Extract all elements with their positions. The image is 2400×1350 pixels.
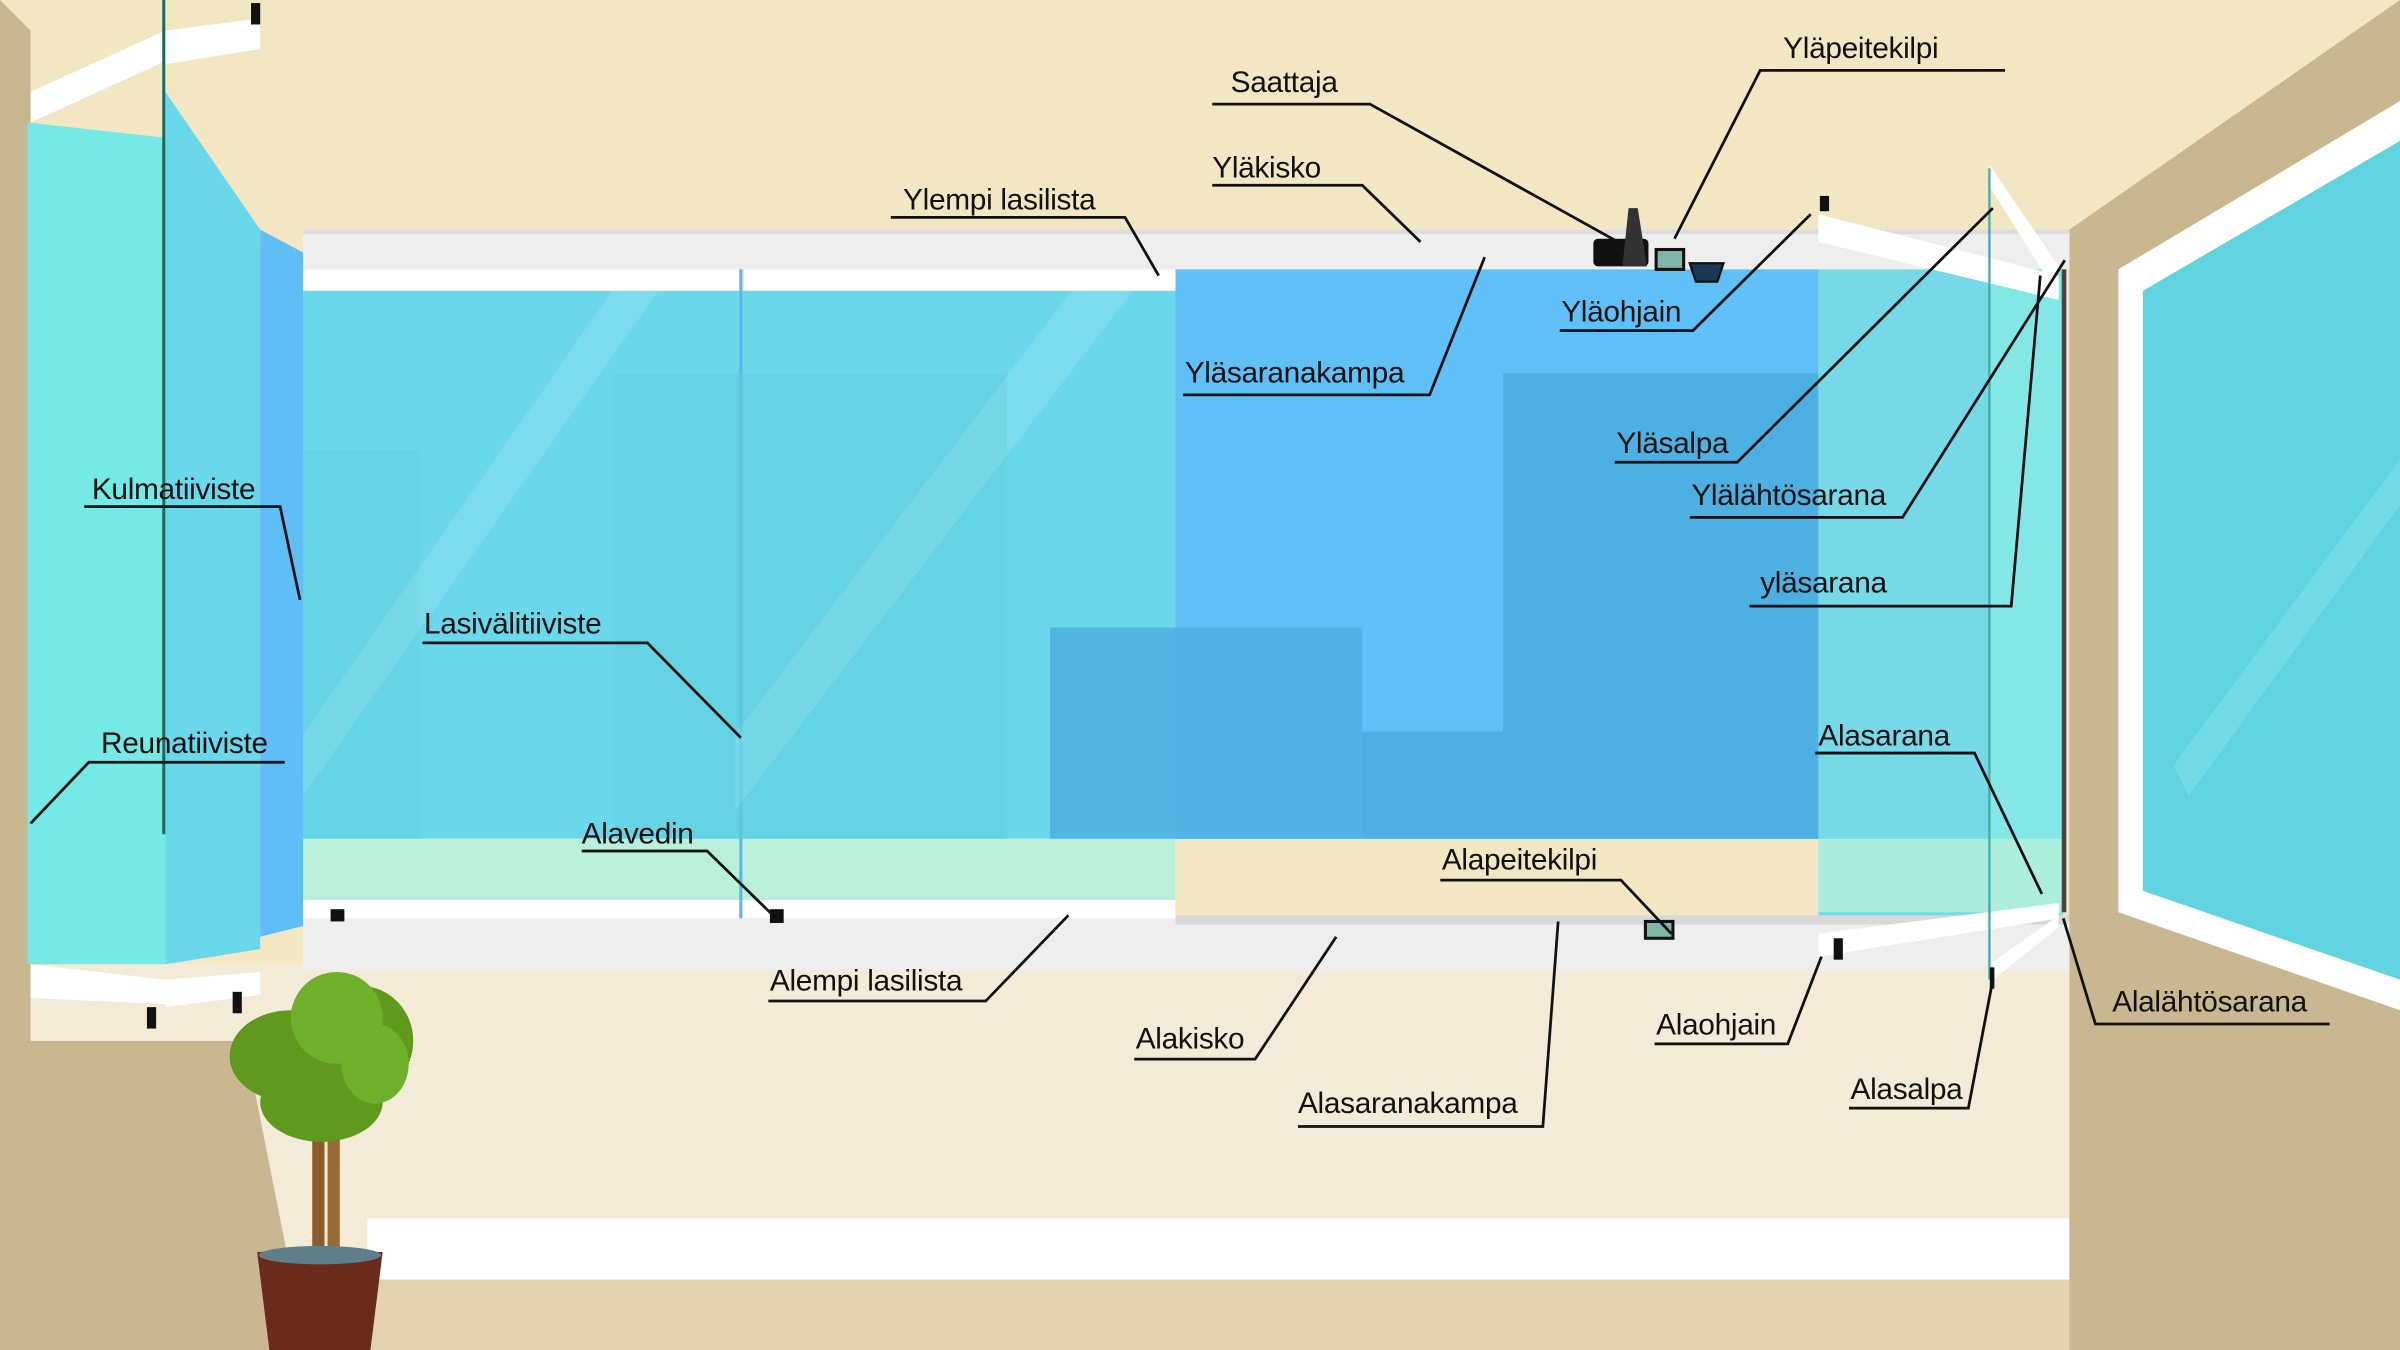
left-top-frame-2: [165, 18, 261, 65]
label-alakisko: Alakisko: [1136, 1022, 1245, 1055]
label-ylasarana: yläsarana: [1760, 566, 1887, 599]
background-building: [615, 373, 1008, 839]
label-alaohjain: Alaohjain: [1656, 1009, 1776, 1042]
top-latch-part: [1819, 195, 1830, 212]
label-saattaja: Saattaja: [1231, 66, 1339, 99]
label-alapeitekilpi: Alapeitekilpi: [1442, 843, 1597, 876]
hinge-line: [1988, 168, 1991, 980]
label-lasivalitiiviste: Lasivälitiiviste: [424, 608, 601, 641]
bottom-guide-part: [1833, 938, 1843, 960]
top-cover-plate: [1654, 247, 1686, 271]
top-guide-part: [1688, 262, 1726, 283]
left-bottom-frame-2: [165, 971, 261, 1008]
bottom-drain-part: [769, 909, 784, 923]
folded-panel-left-1: [27, 122, 166, 965]
drain-part: [330, 909, 345, 922]
label-alasarana: Alasarana: [1818, 719, 1950, 752]
bottom-swing-arm: [1818, 903, 2059, 957]
label-ylalahtosarana: Ylälähtösarana: [1691, 479, 1886, 512]
folded-panel-bottom-tint: [1818, 838, 2064, 913]
label-ylasaranakampa: Yläsaranakampa: [1185, 357, 1405, 390]
folded-panel-left-3: [260, 229, 304, 937]
left-top-part: [251, 3, 261, 25]
floor-skirting: [367, 1218, 2074, 1280]
folded-panel-right-1: [1818, 269, 1990, 916]
left-guide-part: [146, 1007, 157, 1029]
saattaja-part: [1593, 208, 1649, 267]
label-alasaranakampa: Alasaranakampa: [1298, 1087, 1518, 1120]
label-ylaohjain: Yläohjain: [1561, 295, 1681, 328]
label-reunatiiviste: Reunatiiviste: [101, 727, 268, 760]
left-top-frame: [30, 30, 166, 123]
bottom-rail-edge: [1175, 915, 2070, 925]
corner-post: [2061, 269, 2067, 913]
label-ylakisko: Yläkisko: [1212, 152, 1321, 185]
label-alempi-lasilista: Alempi lasilista: [770, 964, 963, 997]
potted-plant: [229, 971, 414, 1350]
background-building: [1050, 627, 1363, 839]
folded-panel-left-2: [165, 91, 261, 965]
top-swing-arm-2: [1989, 165, 2059, 285]
bottom-latch-part: [1989, 967, 1995, 989]
background-building: [1362, 731, 1504, 839]
left-bottom-frame: [30, 964, 166, 1005]
folded-panel-right-2: [1989, 269, 2064, 916]
label-alalahtosarana: Alalähtösarana: [2112, 986, 2307, 1019]
upper-glass-strip-2: [743, 269, 1176, 291]
left-guide-part-2: [232, 991, 242, 1014]
floor: [0, 1279, 2400, 1350]
edge-seal: [162, 0, 166, 835]
glass-reflection: [2173, 459, 2400, 796]
top-swing-arm: [1818, 214, 2059, 300]
label-ylapeitekilpi: Yläpeitekilpi: [1783, 32, 1938, 65]
label-ylempi-lasilista: Ylempi lasilista: [903, 184, 1096, 217]
label-alavedin: Alavedin: [582, 817, 694, 850]
label-alasalpa: Alasalpa: [1851, 1073, 1964, 1106]
background-building: [293, 450, 420, 839]
top-rail-edge: [303, 229, 2070, 235]
label-ylasalpa: Yläsalpa: [1616, 427, 1729, 460]
bottom-swing-arm-2: [1989, 915, 2059, 980]
label-kulmatiiviste: Kulmatiiviste: [92, 473, 255, 506]
upper-glass-strip-1: [303, 269, 741, 291]
leader-lines: [29, 69, 2330, 1128]
top-rail: [303, 229, 2070, 270]
